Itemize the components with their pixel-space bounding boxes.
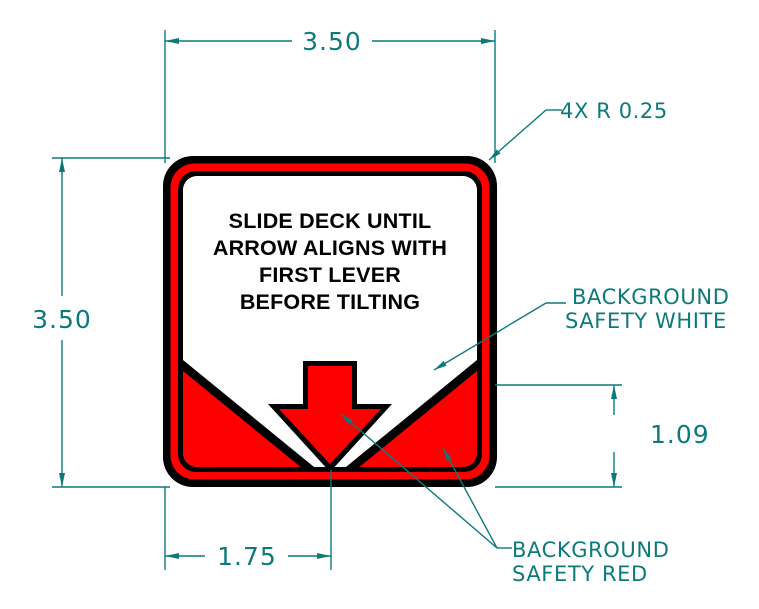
leader-background-red xyxy=(340,413,512,549)
down-arrow-fill xyxy=(279,366,381,464)
dimension-bottom-offset: 1.75 xyxy=(164,470,332,571)
sign-graphic: SLIDE DECK UNTIL ARROW ALIGNS WITH FIRST… xyxy=(163,156,497,487)
leader-line-background-red-b xyxy=(442,447,498,549)
annotation-background-white-line1: BACKGROUND xyxy=(572,285,729,309)
dimension-value-top: 3.50 xyxy=(302,27,362,56)
annotation-text-layer: 4X R 0.25 BACKGROUND SAFETY WHITE BACKGR… xyxy=(512,99,729,586)
sign-white-field xyxy=(183,176,477,467)
dimension-top-width: 3.50 xyxy=(164,27,496,163)
sign-text-line-2: ARROW ALIGNS WITH xyxy=(213,236,447,260)
dimension-value-right: 1.09 xyxy=(650,420,710,449)
leader-background-white xyxy=(433,302,566,371)
dimension-left-height: 3.50 xyxy=(32,157,170,488)
sign-text-line-3: FIRST LEVER xyxy=(259,263,401,287)
annotation-background-red-line1: BACKGROUND xyxy=(512,538,669,562)
leader-line-background-red-a xyxy=(340,413,498,549)
sign-lower-red-area xyxy=(183,360,477,467)
dimension-value-bottom: 1.75 xyxy=(217,542,277,571)
annotation-corner-radius: 4X R 0.25 xyxy=(560,99,668,123)
dimension-value-left: 3.50 xyxy=(32,305,92,334)
dimension-right-band: 1.09 xyxy=(495,384,710,488)
leader-corner-radius xyxy=(488,109,562,161)
red-chevron-fill xyxy=(183,371,477,467)
annotation-background-white-line2: SAFETY WHITE xyxy=(565,309,727,333)
sign-text-line-4: BEFORE TILTING xyxy=(240,290,420,314)
dimension-layer: 3.50 3.50 1.09 xyxy=(32,27,710,571)
sign-text-line-1: SLIDE DECK UNTIL xyxy=(229,209,432,233)
sign-text-block: SLIDE DECK UNTIL ARROW ALIGNS WITH FIRST… xyxy=(213,209,447,314)
leader-line-corner-radius xyxy=(488,109,547,161)
leader-line-background-white xyxy=(433,302,547,371)
annotation-background-red-line2: SAFETY RED xyxy=(512,562,648,586)
